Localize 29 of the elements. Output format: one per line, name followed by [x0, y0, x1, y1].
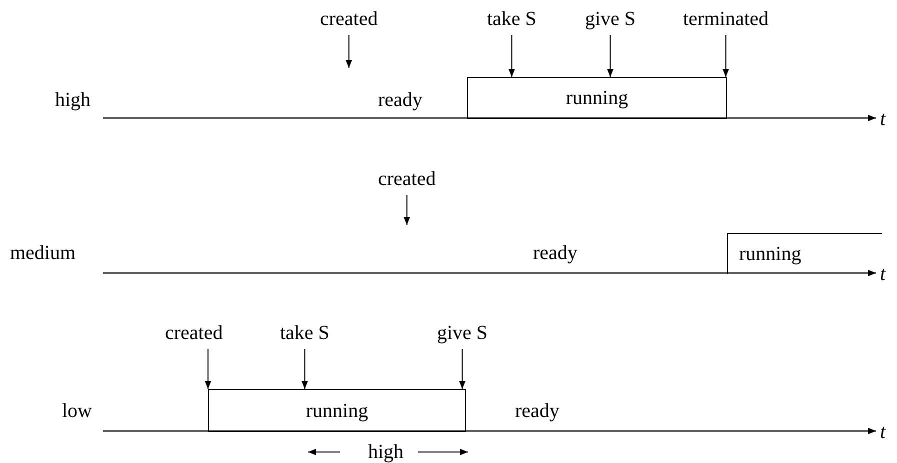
state-box: running — [208, 389, 466, 432]
event-label: terminated — [683, 8, 769, 30]
arrow — [607, 34, 614, 78]
arrow — [508, 34, 515, 78]
arrow — [404, 194, 410, 226]
row-label: medium — [10, 242, 76, 264]
arrow — [302, 348, 308, 390]
axis-label: t — [880, 108, 886, 130]
state-box: running — [467, 77, 727, 119]
state-box: running — [727, 233, 882, 274]
event-label: created — [320, 8, 378, 30]
span-label: high — [368, 441, 404, 463]
event-label: give S — [585, 8, 636, 30]
state-label: ready — [533, 242, 578, 264]
axis-label: t — [880, 263, 886, 285]
event-label: created — [378, 168, 436, 190]
axis-label: t — [880, 421, 886, 443]
arrow — [459, 348, 466, 390]
row-label: high — [55, 89, 91, 111]
event-label: give S — [437, 322, 488, 344]
arrow — [722, 34, 729, 78]
arrow — [346, 34, 352, 68]
event-label: take S — [280, 322, 330, 344]
row-label: low — [62, 400, 92, 422]
event-label: take S — [487, 8, 536, 30]
event-label: created — [165, 322, 223, 344]
state-label: ready — [515, 400, 560, 422]
arrow — [204, 348, 212, 390]
state-label: ready — [378, 89, 422, 111]
